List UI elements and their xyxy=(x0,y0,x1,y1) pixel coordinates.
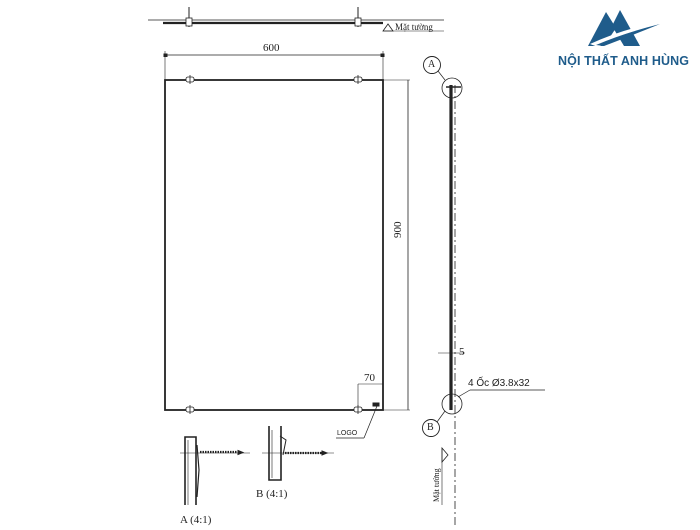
detail-a xyxy=(180,436,250,505)
logo-offset-dimension: 70 xyxy=(364,372,375,384)
logo-label: LOGO xyxy=(337,430,358,437)
callout-b: B xyxy=(427,422,434,433)
callout-a: A xyxy=(428,59,436,70)
front-view xyxy=(163,51,410,439)
height-dimension: 900 xyxy=(392,221,404,239)
brand-name: NỘI THẤT ANH HÙNG xyxy=(558,54,690,68)
side-view xyxy=(422,56,545,525)
detail-a-label: A (4:1) xyxy=(180,514,212,526)
brand-logo-icon xyxy=(588,10,660,47)
wall-label-side: Mặt tường xyxy=(432,468,441,502)
top-view xyxy=(148,7,444,32)
screw-note: 4 Ốc Ø3.8x32 xyxy=(468,378,530,389)
detail-b xyxy=(262,426,334,481)
wall-label-top: Mặt tường xyxy=(395,22,433,32)
detail-b-label: B (4:1) xyxy=(256,488,288,500)
width-dimension: 600 xyxy=(263,42,280,54)
gap-dimension: 5 xyxy=(459,346,465,358)
